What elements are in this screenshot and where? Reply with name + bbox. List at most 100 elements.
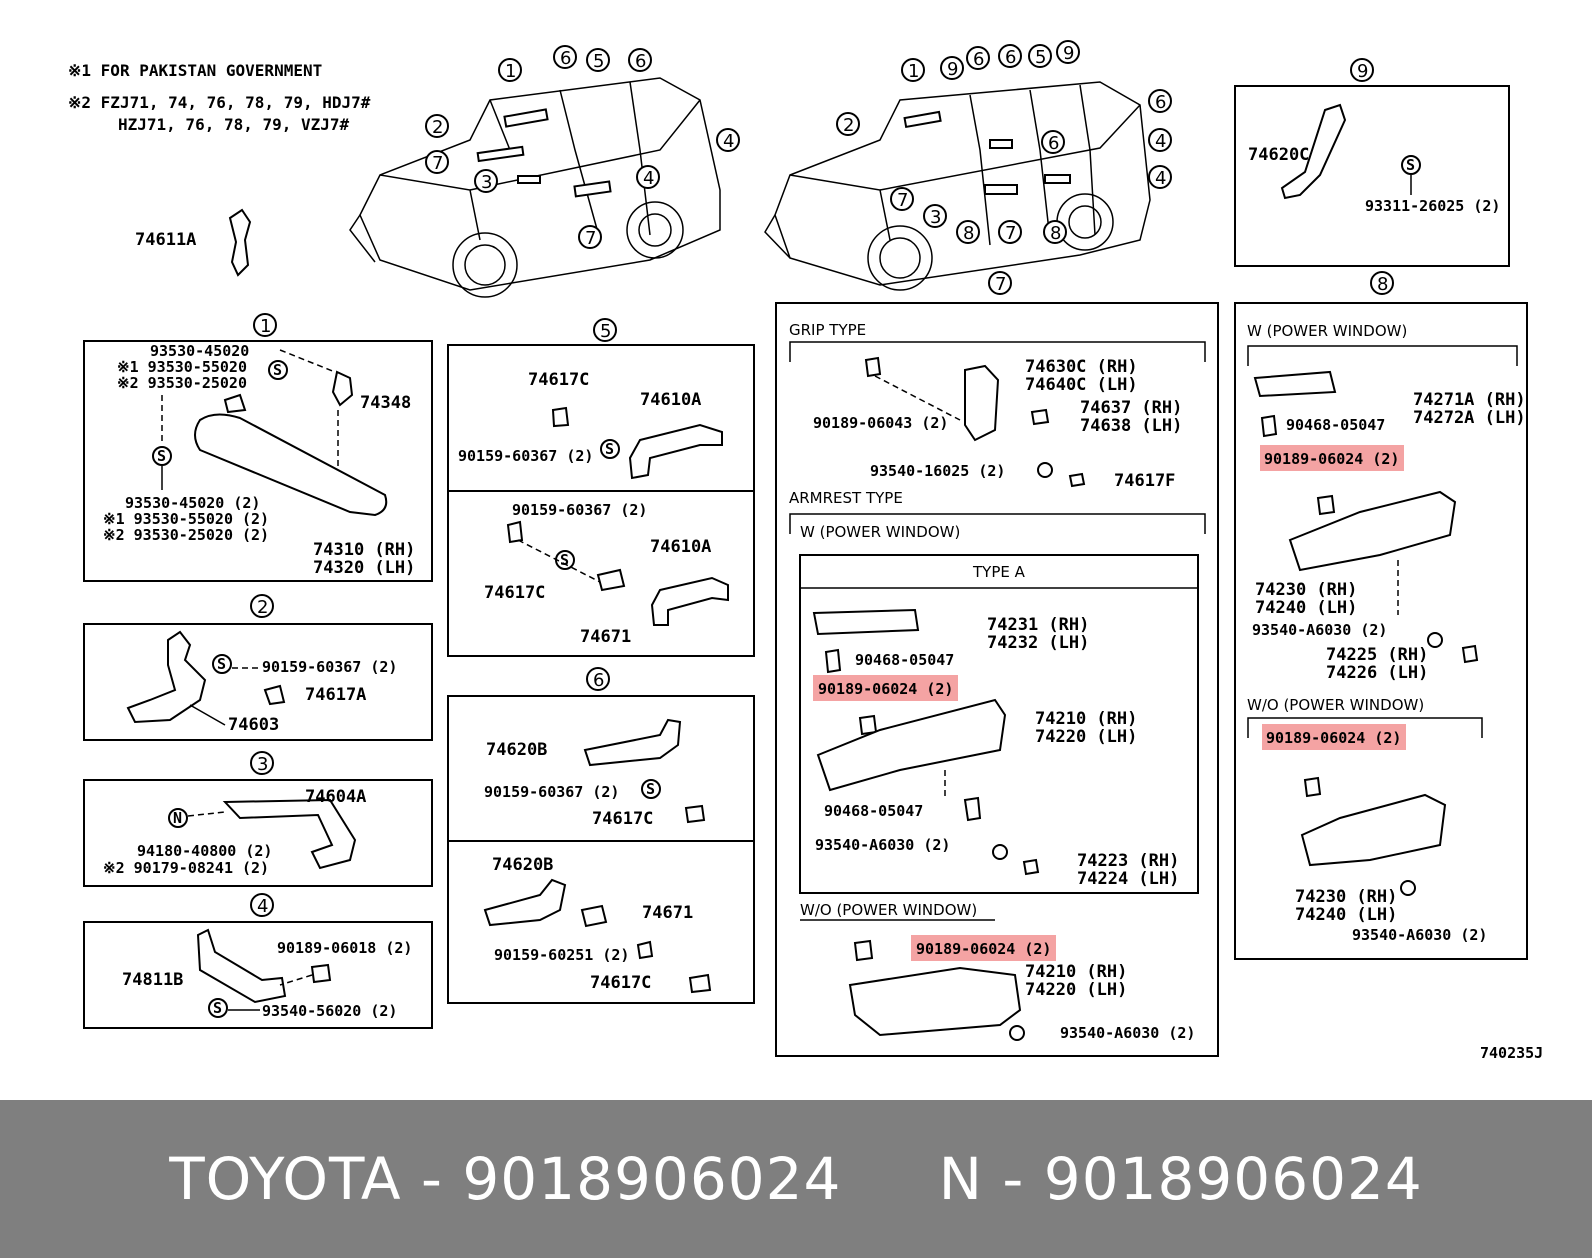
svg-text:6: 6 (593, 670, 604, 691)
svg-text:74320 (LH): 74320 (LH) (313, 558, 415, 578)
svg-text:90189-06024 (2): 90189-06024 (2) (916, 940, 1051, 958)
part-number-footer: TOYOTA - 9018906024 N - 9018906024 (0, 1100, 1592, 1258)
svg-text:90468-05047: 90468-05047 (1286, 416, 1385, 434)
svg-text:3: 3 (481, 172, 492, 193)
svg-text:1: 1 (908, 61, 919, 82)
svg-text:W/O (POWER WINDOW): W/O (POWER WINDOW) (800, 901, 977, 919)
svg-text:90468-05047: 90468-05047 (824, 802, 923, 820)
svg-text:S: S (646, 780, 655, 798)
parts-diagram: ※1 FOR PAKISTAN GOVERNMENT ※2 FZJ71, 74,… (68, 40, 1543, 1062)
svg-text:4: 4 (643, 168, 654, 189)
svg-text:6: 6 (560, 48, 571, 69)
svg-text:5: 5 (593, 51, 604, 72)
svg-text:74617C: 74617C (528, 370, 589, 390)
svg-text:90468-05047: 90468-05047 (855, 651, 954, 669)
svg-text:93530-45020 (2): 93530-45020 (2) (125, 494, 260, 512)
svg-text:90159-60367 (2): 90159-60367 (2) (484, 783, 619, 801)
svg-text:7: 7 (995, 274, 1006, 295)
svg-text:74240 (LH): 74240 (LH) (1255, 598, 1357, 618)
svg-text:90189-06018 (2): 90189-06018 (2) (277, 939, 412, 957)
svg-text:74617F: 74617F (1114, 471, 1175, 491)
svg-text:94180-40800 (2): 94180-40800 (2) (137, 842, 272, 860)
svg-text:S: S (157, 447, 166, 465)
note-pakistan-government: ※1 FOR PAKISTAN GOVERNMENT (68, 61, 322, 80)
svg-text:4: 4 (1155, 168, 1166, 189)
svg-text:8: 8 (963, 223, 974, 244)
svg-text:S: S (605, 440, 614, 458)
svg-text:93530-45020: 93530-45020 (150, 342, 249, 360)
svg-text:9: 9 (1357, 61, 1368, 82)
svg-text:2: 2 (257, 597, 268, 618)
svg-text:※2 93530-25020 (2): ※2 93530-25020 (2) (103, 526, 269, 544)
svg-text:6: 6 (635, 51, 646, 72)
highlighted-part-number: 90189-06024 (2) (818, 680, 953, 698)
svg-text:5: 5 (600, 321, 611, 342)
vehicle-callouts: 1 2 7 3 6 5 6 4 4 7 1 9 6 6 5 9 6 4 4 6 … (425, 40, 1172, 249)
svg-text:90189-06043 (2): 90189-06043 (2) (813, 414, 948, 432)
vehicle-illustration-left (349, 77, 721, 298)
svg-text:GRIP TYPE: GRIP TYPE (789, 321, 866, 339)
svg-text:74225 (RH): 74225 (RH) (1326, 645, 1428, 665)
section-8-rear-armrest: 8 W (POWER WINDOW) 74271A (RH) 74272A (L… (1234, 271, 1528, 960)
section-6-grip: 6 74620B S 90159-60367 (2) 74617C 74620B… (447, 667, 755, 1004)
svg-text:ARMREST TYPE: ARMREST TYPE (789, 489, 903, 507)
svg-text:1: 1 (260, 316, 271, 337)
svg-text:74640C (LH): 74640C (LH) (1025, 375, 1138, 395)
svg-text:S: S (560, 551, 569, 569)
svg-text:3: 3 (257, 754, 268, 775)
svg-text:W (POWER WINDOW): W (POWER WINDOW) (1247, 322, 1407, 340)
svg-text:74637 (RH): 74637 (RH) (1080, 398, 1182, 418)
svg-text:S: S (213, 999, 222, 1017)
svg-text:4: 4 (257, 896, 268, 917)
svg-text:74230 (RH): 74230 (RH) (1295, 887, 1397, 907)
svg-text:N: N (173, 809, 182, 827)
svg-text:S: S (273, 361, 282, 379)
section-3-assist-grip: 3 74604A N 94180-40800 (2) ※2 90179-0824… (83, 751, 433, 887)
svg-text:90159-60367 (2): 90159-60367 (2) (458, 447, 593, 465)
svg-text:※2 93530-25020: ※2 93530-25020 (117, 374, 247, 392)
svg-text:90159-60251 (2): 90159-60251 (2) (494, 946, 629, 964)
svg-text:74617C: 74617C (484, 583, 545, 603)
svg-text:8: 8 (1377, 274, 1388, 295)
svg-text:93540-A6030 (2): 93540-A6030 (2) (815, 836, 950, 854)
section-4-assist-grip: 4 74811B 90189-06018 (2) S 93540-56020 (… (83, 893, 433, 1029)
svg-text:6: 6 (973, 49, 984, 70)
highlight-90189-06024 (813, 675, 958, 701)
svg-text:4: 4 (1155, 131, 1166, 152)
section-1-sun-visor: 1 93530-45020 ※1 93530-55020 ※2 93530-25… (83, 313, 433, 582)
vehicle-illustration-right (764, 81, 1151, 291)
svg-text:74811B: 74811B (122, 970, 183, 990)
svg-text:74220 (LH): 74220 (LH) (1035, 727, 1137, 747)
svg-text:74223 (RH): 74223 (RH) (1077, 851, 1179, 871)
svg-text:74240 (LH): 74240 (LH) (1295, 905, 1397, 925)
svg-text:5: 5 (1035, 47, 1046, 68)
svg-text:※1 93530-55020 (2): ※1 93530-55020 (2) (103, 510, 269, 528)
svg-text:7: 7 (897, 190, 908, 211)
svg-text:2: 2 (843, 115, 854, 136)
svg-text:74604A: 74604A (305, 787, 366, 807)
svg-text:6: 6 (1155, 92, 1166, 113)
svg-text:74630C (RH): 74630C (RH) (1025, 357, 1138, 377)
svg-text:74232 (LH): 74232 (LH) (987, 633, 1089, 653)
note-models-line1: ※2 FZJ71, 74, 76, 78, 79, HDJ7# (68, 93, 371, 112)
svg-text:90189-06024 (2): 90189-06024 (2) (1264, 450, 1399, 468)
section-5-grip: 5 74617C 74610A S 90159-60367 (2) 90159-… (447, 318, 755, 657)
svg-text:6: 6 (1005, 47, 1016, 68)
svg-text:74611A: 74611A (135, 230, 196, 250)
svg-text:8: 8 (1050, 223, 1061, 244)
svg-text:4: 4 (723, 131, 734, 152)
svg-text:74617C: 74617C (592, 809, 653, 829)
svg-text:74620C: 74620C (1248, 145, 1309, 165)
callout-circle (498, 58, 522, 82)
svg-text:74224 (LH): 74224 (LH) (1077, 869, 1179, 889)
svg-text:74638 (LH): 74638 (LH) (1080, 416, 1182, 436)
footer-part-number-text: TOYOTA - 9018906024 N - 9018906024 (169, 1145, 1423, 1213)
catalog-code: 740235J (1480, 1044, 1543, 1062)
svg-text:74348: 74348 (360, 393, 411, 413)
svg-text:S: S (1406, 156, 1415, 174)
svg-text:9: 9 (1063, 43, 1074, 64)
svg-text:74272A (LH): 74272A (LH) (1413, 408, 1526, 428)
svg-text:93311-26025 (2): 93311-26025 (2) (1365, 197, 1500, 215)
svg-text:6: 6 (1048, 133, 1059, 154)
svg-text:7: 7 (1005, 223, 1016, 244)
